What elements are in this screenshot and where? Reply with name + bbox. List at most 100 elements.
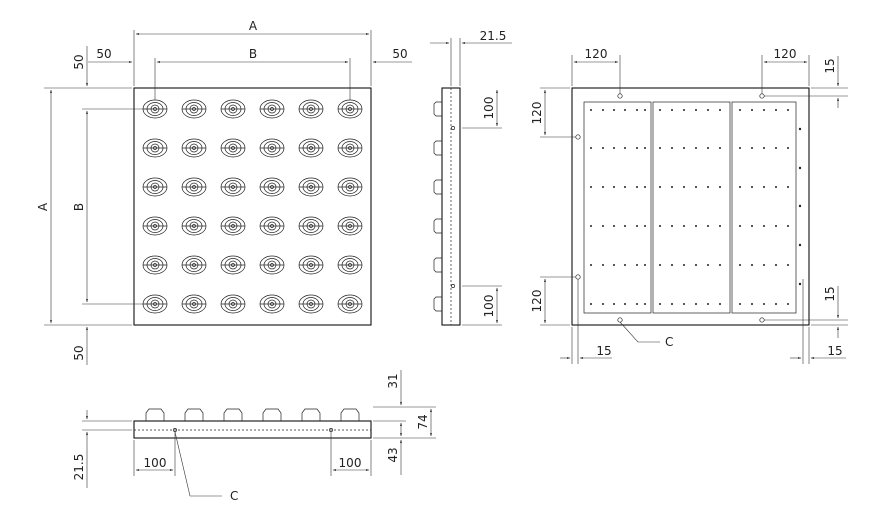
rear-dot — [775, 147, 777, 149]
rear-dot — [695, 186, 697, 188]
rear-dot — [644, 147, 646, 149]
rear-dot — [659, 264, 661, 266]
rear-dim-hole-left: 120 — [585, 47, 608, 61]
rear-dot — [707, 303, 709, 305]
rear-dot — [602, 109, 604, 111]
rear-dot — [751, 264, 753, 266]
side-clamp — [433, 296, 442, 312]
rear-dot — [613, 225, 615, 227]
clamp-unit — [142, 138, 168, 158]
rear-dot — [719, 303, 721, 305]
rear-plate — [571, 87, 810, 326]
rear-dot — [798, 166, 802, 170]
clamp-grid — [142, 99, 363, 314]
rear-dot — [739, 264, 741, 266]
rear-dot — [613, 109, 615, 111]
rear-dot — [659, 225, 661, 227]
side-hole-bottom — [451, 284, 455, 288]
rear-dot — [775, 109, 777, 111]
rear-dot — [695, 303, 697, 305]
rear-dot — [751, 147, 753, 149]
bottom-dim-total-height: 74 — [416, 414, 430, 429]
clamp-unit — [337, 138, 363, 158]
rear-dot — [602, 264, 604, 266]
rear-dot — [683, 109, 685, 111]
rear-dim-edge-top-right: 15 — [823, 58, 837, 73]
rear-dot — [671, 147, 673, 149]
rear-dim-edge-bottom-right: 15 — [823, 286, 837, 301]
rear-dot — [739, 303, 741, 305]
clamp-unit — [259, 294, 285, 314]
rear-dim-hole-right: 120 — [774, 47, 797, 61]
clamp-unit — [259, 177, 285, 197]
rear-dot — [602, 186, 604, 188]
rear-dot — [624, 264, 626, 266]
rear-panel-left — [583, 101, 652, 314]
front-dim-height-inner: B — [72, 203, 86, 211]
side-clamp — [433, 101, 442, 117]
clamp-unit — [220, 99, 246, 119]
rear-dot — [644, 225, 646, 227]
rear-dot — [613, 186, 615, 188]
rear-dot — [695, 109, 697, 111]
bottom-clamp — [262, 408, 282, 421]
rear-dot — [787, 109, 789, 111]
rear-view: 120 120 120 120 15 15 15 — [530, 47, 848, 364]
clamp-unit — [220, 255, 246, 275]
rear-dot — [763, 303, 765, 305]
rear-dot — [590, 264, 592, 266]
rear-dot — [659, 186, 661, 188]
rear-callout-label: C — [665, 335, 673, 349]
rear-dot — [695, 147, 697, 149]
rear-dot — [763, 147, 765, 149]
clamp-unit — [259, 99, 285, 119]
rear-dot — [671, 109, 673, 111]
rear-dot — [671, 303, 673, 305]
rear-dot — [707, 186, 709, 188]
rear-dot — [602, 225, 604, 227]
rear-dot — [763, 186, 765, 188]
side-clamp — [433, 140, 442, 156]
front-dim-top-margin: 50 — [72, 54, 86, 69]
bottom-view: 31 74 43 21.5 100 100 C — [72, 370, 436, 503]
side-clamps — [433, 101, 442, 312]
rear-dot — [719, 186, 721, 188]
rear-dot — [787, 264, 789, 266]
rear-hole-top-left — [617, 93, 623, 99]
rear-dot — [636, 303, 638, 305]
clamp-unit — [337, 294, 363, 314]
rear-hole-side-bottom — [575, 274, 581, 280]
rear-dot — [798, 243, 802, 247]
rear-dot — [636, 264, 638, 266]
bottom-plate — [133, 420, 372, 439]
rear-dot — [775, 303, 777, 305]
clamp-unit — [298, 99, 324, 119]
rear-dot — [602, 303, 604, 305]
rear-panel-right — [731, 101, 797, 314]
rear-dot — [683, 186, 685, 188]
clamp-unit — [220, 216, 246, 236]
clamp-unit — [259, 216, 285, 236]
rear-dot — [636, 109, 638, 111]
clamp-unit — [142, 216, 168, 236]
clamp-unit — [337, 99, 363, 119]
clamp-unit — [337, 177, 363, 197]
rear-dot — [644, 186, 646, 188]
rear-dot — [590, 109, 592, 111]
clamp-unit — [220, 177, 246, 197]
rear-dot — [719, 109, 721, 111]
rear-dot — [590, 225, 592, 227]
rear-panel-middle — [652, 101, 731, 314]
clamp-unit — [298, 294, 324, 314]
clamp-unit — [337, 216, 363, 236]
rear-dot — [590, 303, 592, 305]
rear-dot — [798, 282, 802, 286]
rear-dot — [683, 303, 685, 305]
rear-dot — [644, 303, 646, 305]
rear-dot — [659, 109, 661, 111]
clamp-unit — [181, 294, 207, 314]
bottom-clamp — [301, 408, 321, 421]
clamp-unit — [259, 255, 285, 275]
rear-dot — [644, 264, 646, 266]
rear-dot — [683, 264, 685, 266]
